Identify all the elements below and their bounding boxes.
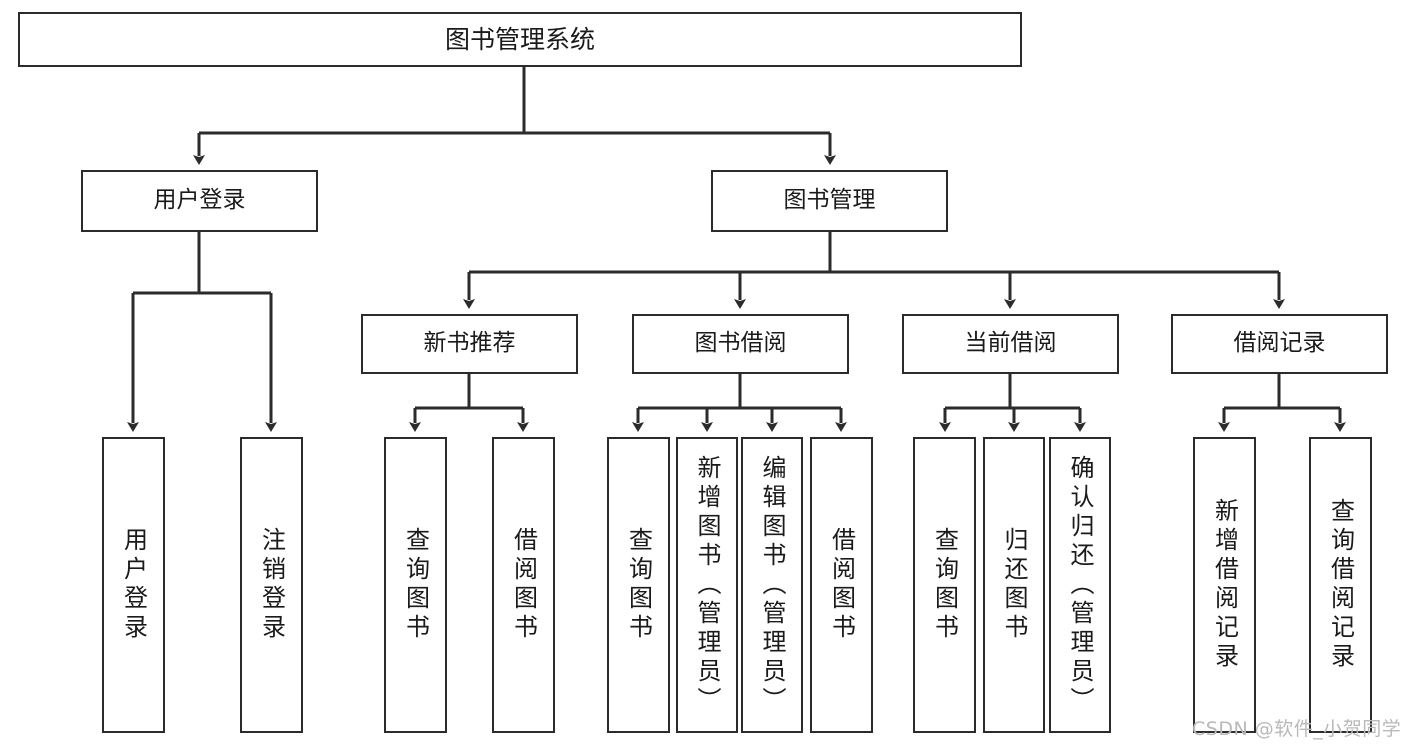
- node-user-login[interactable]: 用户登录: [81, 170, 318, 232]
- node-borrow-record-label: 借阅记录: [1233, 330, 1326, 357]
- leaf-user-login[interactable]: 用户登录: [102, 437, 165, 733]
- leaf-borrow-book-1[interactable]: 借阅图书: [492, 437, 555, 733]
- leaf-add-borrow-record[interactable]: 新增借阅记录: [1193, 437, 1256, 733]
- leaf-add-borrow-record-label: 新增借阅记录: [1210, 498, 1239, 672]
- leaf-edit-book[interactable]: 编辑图书（管理员）: [741, 437, 803, 733]
- node-current-borrow[interactable]: 当前借阅: [902, 314, 1119, 374]
- node-new-book-recommend[interactable]: 新书推荐: [361, 314, 578, 374]
- leaf-edit-book-label: 编辑图书（管理员）: [758, 454, 786, 716]
- leaf-query-book-3[interactable]: 查询图书: [913, 437, 976, 733]
- leaf-query-book-1-label: 查询图书: [401, 527, 430, 643]
- leaf-add-book-label: 新增图书（管理员）: [693, 454, 721, 716]
- leaf-borrow-book-2-label: 借阅图书: [827, 527, 856, 643]
- leaf-query-book-3-label: 查询图书: [930, 527, 959, 643]
- node-current-borrow-label: 当前借阅: [964, 330, 1057, 357]
- leaf-add-book[interactable]: 新增图书（管理员）: [676, 437, 738, 733]
- leaf-return-book-label: 归还图书: [1000, 527, 1028, 643]
- leaf-query-borrow-record[interactable]: 查询借阅记录: [1309, 437, 1372, 733]
- node-root-label: 图书管理系统: [444, 24, 595, 54]
- node-book-management[interactable]: 图书管理: [711, 170, 948, 232]
- node-book-borrow-label: 图书借阅: [694, 330, 787, 357]
- leaf-query-borrow-record-label: 查询借阅记录: [1326, 498, 1355, 672]
- node-root[interactable]: 图书管理系统: [18, 12, 1022, 67]
- leaf-user-logout[interactable]: 注销登录: [240, 437, 303, 733]
- node-borrow-record[interactable]: 借阅记录: [1171, 314, 1388, 374]
- leaf-confirm-return-label: 确认归还（管理员）: [1066, 454, 1094, 716]
- leaf-borrow-book-2[interactable]: 借阅图书: [810, 437, 873, 733]
- leaf-user-logout-label: 注销登录: [257, 527, 286, 643]
- leaf-query-book-2[interactable]: 查询图书: [607, 437, 670, 733]
- leaf-user-login-label: 用户登录: [119, 527, 148, 643]
- node-book-management-label: 图书管理: [783, 187, 876, 214]
- node-user-login-label: 用户登录: [153, 187, 246, 214]
- leaf-return-book[interactable]: 归还图书: [983, 437, 1045, 733]
- leaf-confirm-return[interactable]: 确认归还（管理员）: [1049, 437, 1111, 733]
- leaf-query-book-2-label: 查询图书: [624, 527, 653, 643]
- node-new-book-recommend-label: 新书推荐: [423, 330, 516, 357]
- csdn-watermark: CSDN @软件_小贺同学: [1192, 718, 1402, 740]
- node-book-borrow[interactable]: 图书借阅: [632, 314, 849, 374]
- leaf-borrow-book-1-label: 借阅图书: [509, 527, 538, 643]
- leaf-query-book-1[interactable]: 查询图书: [384, 437, 447, 733]
